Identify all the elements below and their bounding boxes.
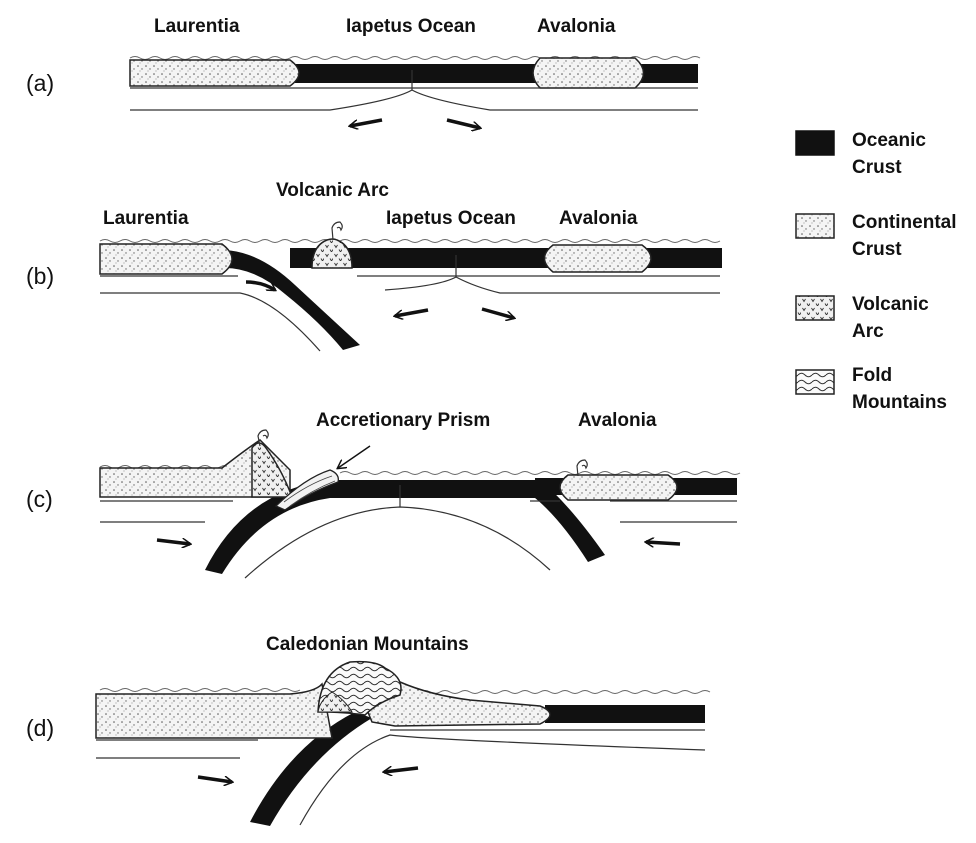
panel-d	[96, 662, 710, 826]
arrow-right-d	[198, 777, 232, 782]
panel-tag-b: (b)	[26, 263, 54, 290]
arrow-right-b	[482, 309, 514, 318]
arrow-left-d	[384, 768, 418, 772]
arrow-left-c	[646, 542, 680, 544]
laurentia-crust-b	[100, 244, 232, 274]
arrow-right-a	[447, 120, 480, 128]
volcanic-arc-b	[312, 239, 352, 268]
legend-swatches	[796, 131, 834, 394]
oceanic-crust-b	[290, 248, 722, 268]
arrow-right-c	[157, 540, 190, 544]
panel-a	[130, 57, 700, 129]
legend-swatch-continental-crust	[796, 214, 834, 238]
avalonia-crust-c	[560, 475, 677, 500]
label-avalonia-c: Avalonia	[578, 410, 657, 432]
legend-label-volcanic-arc: Volcanic Arc	[852, 291, 929, 345]
legend-swatch-fold-mountains	[796, 370, 834, 394]
avalonia-crust-a	[533, 58, 644, 88]
panel-b	[100, 222, 722, 351]
panel-tag-a: (a)	[26, 70, 54, 97]
label-laurentia-b: Laurentia	[103, 208, 189, 230]
label-caledonian-mountains-d: Caledonian Mountains	[266, 634, 469, 656]
laurentia-crust-a	[130, 60, 299, 86]
avalonia-crust-b	[545, 245, 652, 272]
panel-c	[100, 430, 740, 578]
arrow-left-b	[395, 310, 428, 316]
oceanic-crust-d	[545, 705, 705, 723]
label-volcanic-arc-b: Volcanic Arc	[276, 180, 389, 202]
label-iapetus-ocean-b: Iapetus Ocean	[386, 208, 516, 230]
laurentia-crust-d	[96, 684, 332, 738]
label-iapetus-ocean-a: Iapetus Ocean	[346, 16, 476, 38]
legend-label-fold-mountains: Fold Mountains	[852, 362, 947, 416]
legend-label-continental-crust: Continental Crust	[852, 209, 957, 263]
lithosphere-bottom-c	[100, 507, 737, 578]
volcano-plume-b	[332, 222, 342, 240]
label-avalonia-a: Avalonia	[537, 16, 616, 38]
panel-tag-d: (d)	[26, 715, 54, 742]
legend-swatch-volcanic-arc	[796, 296, 834, 320]
arrow-left-a	[350, 120, 382, 126]
legend-swatch-oceanic-crust	[796, 131, 834, 155]
lithosphere-bottom-d	[96, 735, 705, 825]
sea-surface-b	[100, 240, 720, 243]
label-avalonia-b: Avalonia	[559, 208, 638, 230]
arrow-subduction-b	[246, 282, 275, 290]
lithosphere-bottom-a	[130, 90, 698, 110]
legend-label-oceanic-crust: Oceanic Crust	[852, 127, 926, 181]
label-laurentia-a: Laurentia	[154, 16, 240, 38]
prism-pointer-c	[338, 446, 370, 468]
label-accretionary-prism-c: Accretionary Prism	[316, 410, 490, 432]
panel-tag-c: (c)	[26, 486, 53, 513]
